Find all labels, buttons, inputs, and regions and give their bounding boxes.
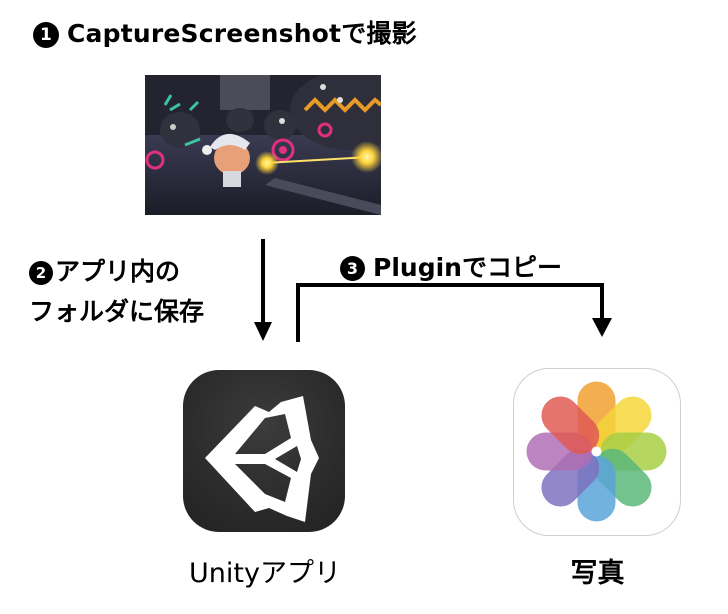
unity-app-icon[interactable] — [183, 370, 345, 532]
unity-app-label: Unityアプリ — [189, 558, 341, 589]
step1-title: 1 CaptureScreenshotで撮影 — [33, 14, 417, 50]
photos-flower-icon — [526, 381, 667, 522]
photos-app-label: 写真 — [570, 558, 625, 589]
unity-logo-icon — [205, 396, 319, 522]
game-screenshot — [145, 75, 381, 215]
step3-number-badge: 3 — [340, 256, 365, 281]
step2-line2: フォルダに保存 — [29, 297, 205, 326]
copy-arrow-bracket-icon — [296, 283, 612, 342]
photos-app-icon[interactable] — [513, 368, 681, 536]
step2-number-badge: 2 — [29, 261, 53, 285]
step1-label: CaptureScreenshotで撮影 — [67, 19, 417, 48]
step1-number-badge: 1 — [33, 22, 59, 48]
step2-line1: アプリ内の — [55, 257, 181, 286]
game-scene-image — [145, 75, 381, 215]
step3-text: Pluginでコピー — [373, 253, 562, 282]
step3-label: 3 Pluginでコピー — [340, 248, 562, 284]
save-arrow-down-icon — [254, 239, 272, 341]
